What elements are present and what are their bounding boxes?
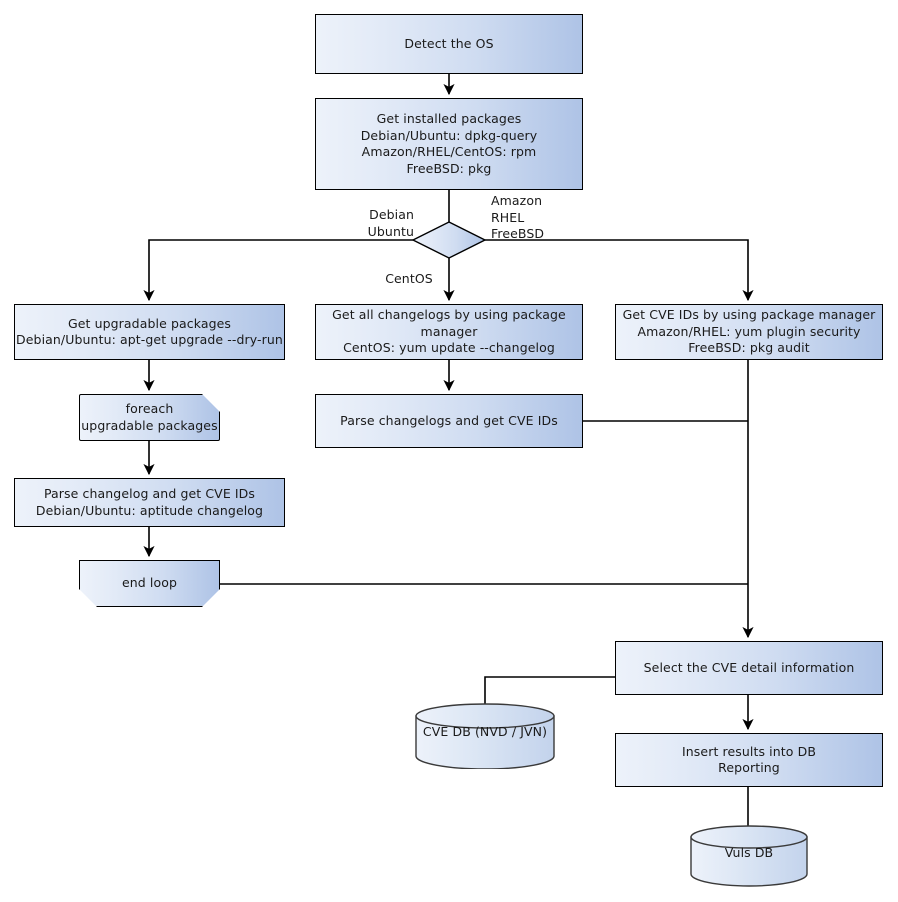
node-parse-changelog-single-label: Parse changelog and get CVE IDs Debian/U…	[35, 486, 264, 518]
node-vuls-db[interactable]	[689, 825, 809, 887]
node-cve-db-label: CVE DB (NVD / JVN)	[422, 723, 548, 739]
node-get-upgradable-packages[interactable]: Get upgradable packages Debian/Ubuntu: a…	[14, 304, 285, 360]
node-foreach-loop-label: foreach upgradable packages	[81, 401, 218, 433]
node-select-cve-detail[interactable]: Select the CVE detail information	[615, 641, 883, 695]
edge-decision-to-cveids	[485, 239, 754, 302]
node-get-all-changelogs-label: Get all changelogs by using package mana…	[332, 307, 566, 356]
node-detect-os[interactable]: Detect the OS	[315, 14, 583, 74]
node-get-all-changelogs[interactable]: Get all changelogs by using package mana…	[315, 304, 583, 360]
edge-decision-to-upgradable	[143, 239, 413, 302]
node-cve-db[interactable]	[414, 703, 556, 769]
node-parse-changelogs[interactable]: Parse changelogs and get CVE IDs	[315, 394, 583, 448]
node-get-cve-ids[interactable]: Get CVE IDs by using package manager Ama…	[615, 304, 883, 360]
edge-label-amazon-rhel-freebsd: Amazon RHEL FreeBSD	[491, 193, 545, 241]
node-parse-changelog-single[interactable]: Parse changelog and get CVE IDs Debian/U…	[14, 478, 285, 527]
edge-label-debian-ubuntu: Debian Ubuntu	[367, 207, 414, 239]
node-foreach-loop[interactable]: foreach upgradable packages	[79, 394, 220, 441]
node-end-loop[interactable]: end loop	[79, 560, 220, 607]
node-insert-results-label: Insert results into DB Reporting	[682, 743, 816, 776]
node-detect-os-label: Detect the OS	[404, 35, 494, 51]
node-os-decision[interactable]	[411, 220, 487, 260]
node-select-cve-detail-label: Select the CVE detail information	[643, 659, 855, 675]
node-get-installed-packages-label: Get installed packages Debian/Ubuntu: dp…	[360, 111, 538, 176]
node-get-upgradable-packages-label: Get upgradable packages Debian/Ubuntu: a…	[16, 315, 283, 348]
node-parse-changelogs-label: Parse changelogs and get CVE IDs	[340, 412, 558, 428]
node-get-installed-packages[interactable]: Get installed packages Debian/Ubuntu: dp…	[315, 98, 583, 190]
edge-label-centos: CentOS	[385, 271, 433, 286]
node-vuls-db-label: Vuls DB	[724, 844, 774, 860]
node-insert-results[interactable]: Insert results into DB Reporting	[615, 733, 883, 787]
node-get-cve-ids-label: Get CVE IDs by using package manager Ama…	[622, 307, 876, 356]
node-end-loop-label: end loop	[121, 575, 178, 591]
